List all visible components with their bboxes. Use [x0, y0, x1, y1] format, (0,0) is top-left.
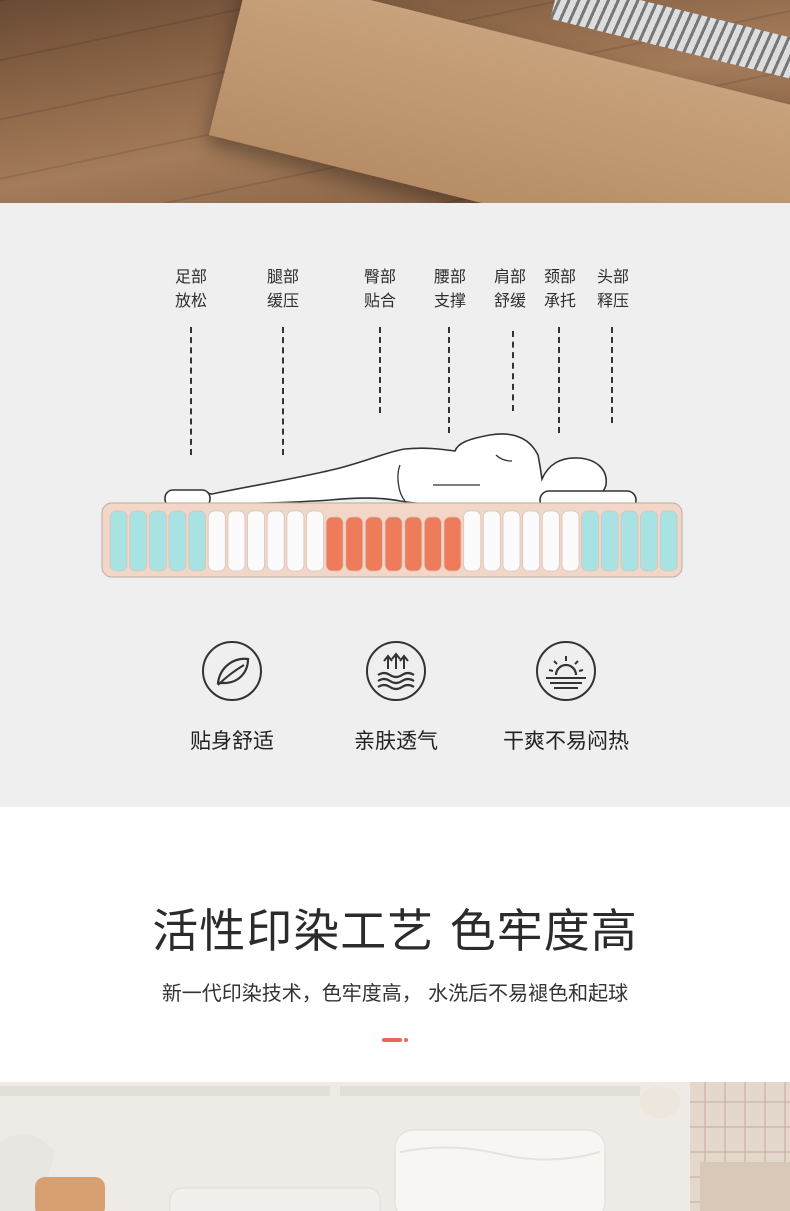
spring-orange	[325, 516, 344, 572]
zone-label-hip: 臀部 贴合	[350, 265, 410, 313]
spring-white	[207, 510, 226, 572]
zone-title: 肩部	[493, 267, 526, 286]
zone-subtitle: 舒缓	[493, 291, 526, 310]
spring-cyan	[168, 510, 187, 572]
spring-white	[227, 510, 246, 572]
spring-white	[247, 510, 265, 572]
accent-dot	[404, 1038, 408, 1042]
spring-white	[482, 510, 501, 572]
spring-orange	[364, 516, 383, 572]
feature-label-dry: 干爽不易闷热	[503, 729, 629, 753]
spring-orange	[404, 516, 423, 572]
spring-cyan	[620, 510, 639, 572]
zone-label-head: 头部 释压	[583, 265, 643, 313]
spring-orange	[423, 516, 442, 572]
spring-white	[502, 510, 521, 572]
leader-line-hip	[379, 327, 381, 413]
section-headline: 活性印染工艺 色牢度高	[152, 904, 638, 958]
leader-line-neck	[558, 327, 560, 433]
spring-white	[286, 510, 305, 572]
spring-white	[561, 510, 580, 572]
bed-frame-photo	[0, 0, 790, 203]
zone-title: 臀部	[363, 267, 396, 286]
zone-subtitle: 承托	[543, 291, 576, 310]
spring-white	[463, 510, 482, 572]
breathable-waves-icon	[366, 641, 426, 701]
spring-cyan	[600, 510, 619, 572]
zone-subtitle: 缓压	[266, 291, 299, 310]
spring-orange	[345, 516, 364, 572]
sun-horizon-icon	[536, 641, 596, 701]
section-subline: 新一代印染技术，色牢度高， 水洗后不易褪色和起球	[161, 981, 629, 1005]
spring-white	[541, 510, 560, 572]
spring-cyan	[581, 510, 599, 572]
spring-cyan	[148, 510, 167, 572]
spring-cyan	[640, 510, 658, 572]
zone-subtitle: 支撑	[433, 291, 466, 310]
zone-subtitle: 贴合	[363, 291, 396, 310]
zone-support-section: 足部 放松 腿部 缓压 臀部 贴合 腰部 支撑 肩部 舒缓 颈部 承托 头部 释…	[0, 203, 790, 807]
zone-label-shoulder: 肩部 舒缓	[480, 265, 540, 313]
spring-cyan	[109, 510, 128, 572]
spring-white	[306, 510, 324, 572]
zone-subtitle: 释压	[596, 291, 629, 310]
spring-white	[522, 510, 540, 572]
bedroom-photo	[0, 1082, 790, 1211]
leader-line-head	[611, 327, 613, 423]
leader-line-foot	[190, 327, 192, 455]
body-outline	[168, 433, 607, 509]
bedroom-scene	[0, 1082, 790, 1211]
zone-title: 腰部	[433, 267, 466, 286]
leader-line-shoulder	[512, 331, 514, 411]
zone-title: 颈部	[543, 267, 576, 286]
leader-line-leg	[282, 327, 284, 455]
dye-process-section: 活性印染工艺 色牢度高 新一代印染技术，色牢度高， 水洗后不易褪色和起球	[0, 807, 790, 1082]
spring-cyan	[129, 510, 148, 572]
zone-subtitle: 放松	[174, 291, 207, 310]
zone-label-waist: 腰部 支撑	[420, 265, 480, 313]
zone-label-foot: 足部 放松	[161, 265, 221, 313]
feature-label-comfort: 贴身舒适	[190, 729, 274, 753]
spring-orange	[443, 516, 462, 572]
leader-line-waist	[448, 327, 450, 433]
mattress-zone-diagram	[101, 433, 683, 578]
spring-cyan	[659, 510, 678, 572]
spring-orange	[384, 516, 403, 572]
zone-title: 头部	[596, 267, 629, 286]
body-detail	[397, 454, 513, 502]
zone-title: 足部	[174, 267, 207, 286]
spring-white	[266, 510, 285, 572]
feature-label-breathable: 亲肤透气	[354, 729, 438, 753]
zone-label-leg: 腿部 缓压	[253, 265, 313, 313]
zone-label-neck: 颈部 承托	[530, 265, 590, 313]
zone-title: 腿部	[266, 267, 299, 286]
spring-cyan	[188, 510, 207, 572]
spring-rows	[109, 510, 678, 572]
leaf-icon	[202, 641, 262, 701]
accent-bar	[382, 1038, 402, 1042]
